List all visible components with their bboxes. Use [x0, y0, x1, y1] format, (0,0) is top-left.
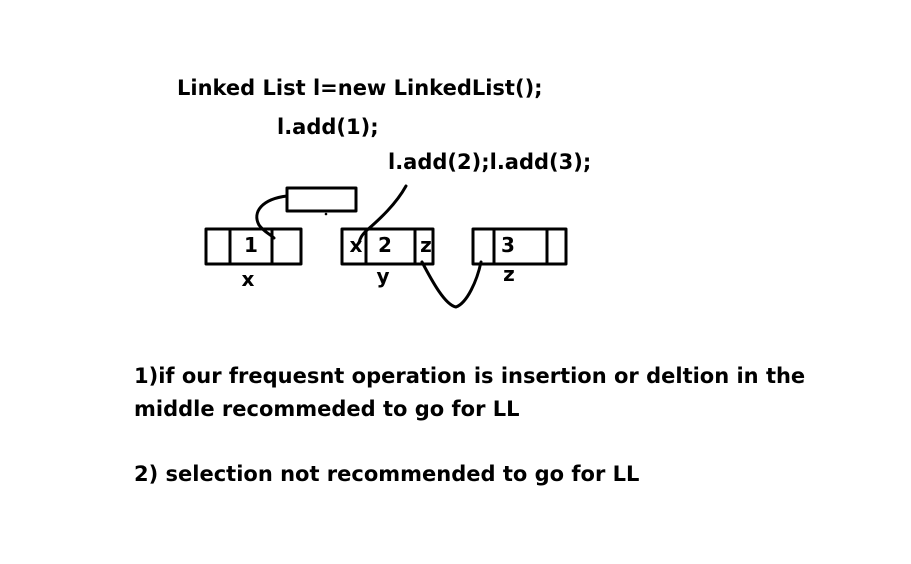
code-line-1: Linked List l=new LinkedList(); [177, 76, 543, 100]
inserted-node-box [285, 186, 358, 213]
node-x-label: x [242, 267, 255, 291]
node-z-label: z [503, 262, 515, 286]
node-x-value: 1 [244, 233, 258, 257]
link-y-to-z [420, 260, 483, 309]
note-1-line-2: middle recommeded to go for LL [134, 397, 520, 421]
code-line-3: l.add(2);l.add(3); [388, 150, 592, 174]
ink-dot [324, 212, 328, 216]
note-1-line-1: 1)if our frequesnt operation is insertio… [134, 364, 806, 388]
node-z-value: 3 [501, 233, 515, 257]
node-y-label: y [376, 264, 389, 288]
node-y-prev: x [350, 233, 363, 257]
node-y-next: z [420, 233, 432, 257]
code-line-2: l.add(1); [277, 115, 379, 139]
link-x-to-new-node [255, 194, 289, 240]
node-y-value: 2 [378, 233, 392, 257]
node-x-box [204, 227, 303, 266]
node-y-box [340, 227, 435, 266]
node-z-box [471, 227, 568, 266]
note-2: 2) selection not recommended to go for L… [134, 462, 640, 486]
